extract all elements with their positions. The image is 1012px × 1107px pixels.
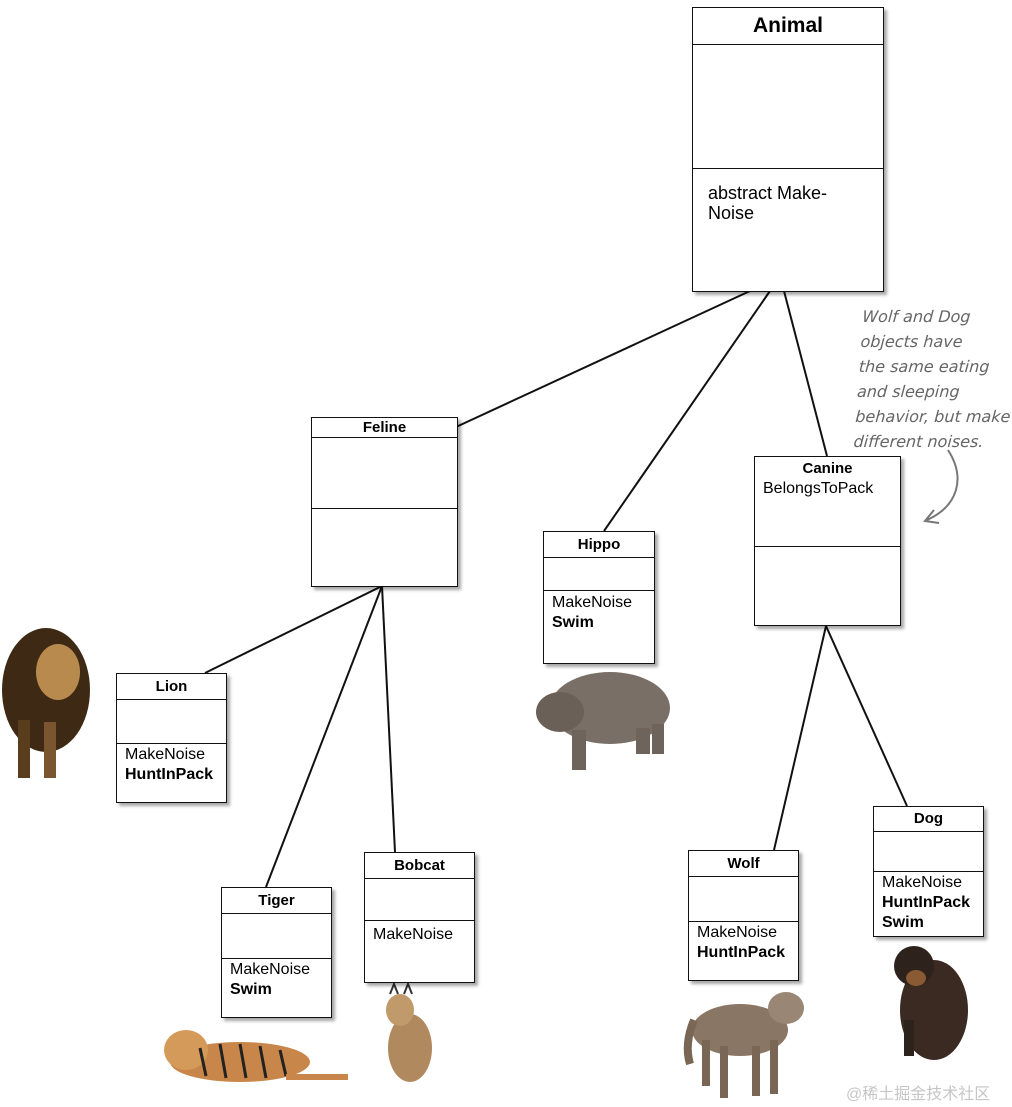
class-title: Lion <box>117 674 226 700</box>
method-item: HuntInPack <box>697 944 786 961</box>
connector-animal-canine <box>783 290 828 457</box>
class-title: Bobcat <box>365 853 474 879</box>
watermark: @稀土掘金技术社区 <box>846 1086 991 1103</box>
class-title: Canine <box>802 459 853 477</box>
class-fields <box>689 877 798 922</box>
class-wolf: Wolf MakeNoise HuntInPack <box>688 850 799 981</box>
class-fields <box>544 558 654 591</box>
annotation-arrow <box>926 449 959 521</box>
method-item: abstract Make- <box>708 183 828 203</box>
class-bobcat: Bobcat MakeNoise <box>364 852 475 983</box>
annotation-line: Wolf and Dog <box>861 307 972 326</box>
wolf-image <box>683 992 804 1098</box>
connector-feline-lion <box>204 585 383 674</box>
connector-feline-tiger <box>265 585 383 888</box>
tiger-image <box>164 1030 348 1082</box>
class-fields: BelongsToPack <box>755 479 900 547</box>
hippo-image <box>536 672 670 770</box>
field-item: BelongsToPack <box>763 480 874 497</box>
class-title: Hippo <box>544 532 654 558</box>
class-feline: Feline <box>311 417 458 587</box>
method-item: Swim <box>552 614 594 631</box>
class-lion: Lion MakeNoise HuntInPack <box>116 673 227 803</box>
class-fields <box>693 45 883 169</box>
method-item: MakeNoise <box>697 924 778 941</box>
method-item: Swim <box>230 981 272 998</box>
annotation-line: objects have <box>859 332 964 351</box>
lion-image <box>2 628 90 778</box>
class-methods <box>755 547 900 625</box>
class-fields <box>117 700 226 744</box>
class-fields <box>874 832 983 872</box>
class-dog: Dog MakeNoise HuntInPack Swim <box>873 806 984 937</box>
class-methods: MakeNoise HuntInPack <box>689 922 798 980</box>
class-animal: Animal abstract Make- Noise <box>692 7 884 292</box>
class-title: Tiger <box>222 888 331 914</box>
annotation-line: the same eating <box>858 357 991 376</box>
method-item: MakeNoise <box>552 594 633 611</box>
class-fields <box>222 914 331 959</box>
class-hippo: Hippo MakeNoise Swim <box>543 531 655 664</box>
class-fields <box>365 879 474 921</box>
annotation-note: Wolf and Dog objects have the same eatin… <box>853 304 1012 454</box>
connector-canine-wolf <box>773 625 827 851</box>
method-item: MakeNoise <box>882 874 963 891</box>
class-methods: MakeNoise HuntInPack <box>117 744 226 802</box>
class-methods <box>312 509 457 586</box>
class-title: Animal <box>693 8 883 45</box>
connector-animal-feline <box>455 290 751 428</box>
class-methods: MakeNoise Swim <box>222 959 331 1017</box>
class-title: Feline <box>312 418 457 438</box>
dog-image <box>894 946 968 1060</box>
annotation-arrowhead <box>923 509 940 524</box>
bobcat-image <box>386 981 432 1082</box>
class-canine: Canine BelongsToPack <box>754 456 901 626</box>
method-item: MakeNoise <box>230 961 311 978</box>
method-item: MakeNoise <box>125 746 206 763</box>
connector-canine-dog <box>825 625 908 807</box>
class-methods: MakeNoise <box>365 921 474 982</box>
annotation-line: different noises. <box>852 432 985 451</box>
class-title: Wolf <box>689 851 798 877</box>
class-methods: MakeNoise Swim <box>544 591 654 663</box>
annotation-line: behavior, but make <box>854 407 1012 426</box>
class-fields <box>312 438 457 509</box>
class-methods: MakeNoise HuntInPack Swim <box>874 872 983 936</box>
method-item: MakeNoise <box>373 926 454 943</box>
class-title: Dog <box>874 807 983 832</box>
method-item: Noise <box>708 203 755 223</box>
connector-animal-hippo <box>603 290 771 532</box>
class-tiger: Tiger MakeNoise Swim <box>221 887 332 1018</box>
method-item: HuntInPack <box>125 766 214 783</box>
method-item: Swim <box>882 914 924 931</box>
method-item: HuntInPack <box>882 894 971 911</box>
connector-feline-bobcat <box>381 585 396 853</box>
class-methods: abstract Make- Noise <box>693 169 883 291</box>
annotation-line: and sleeping <box>856 382 961 401</box>
